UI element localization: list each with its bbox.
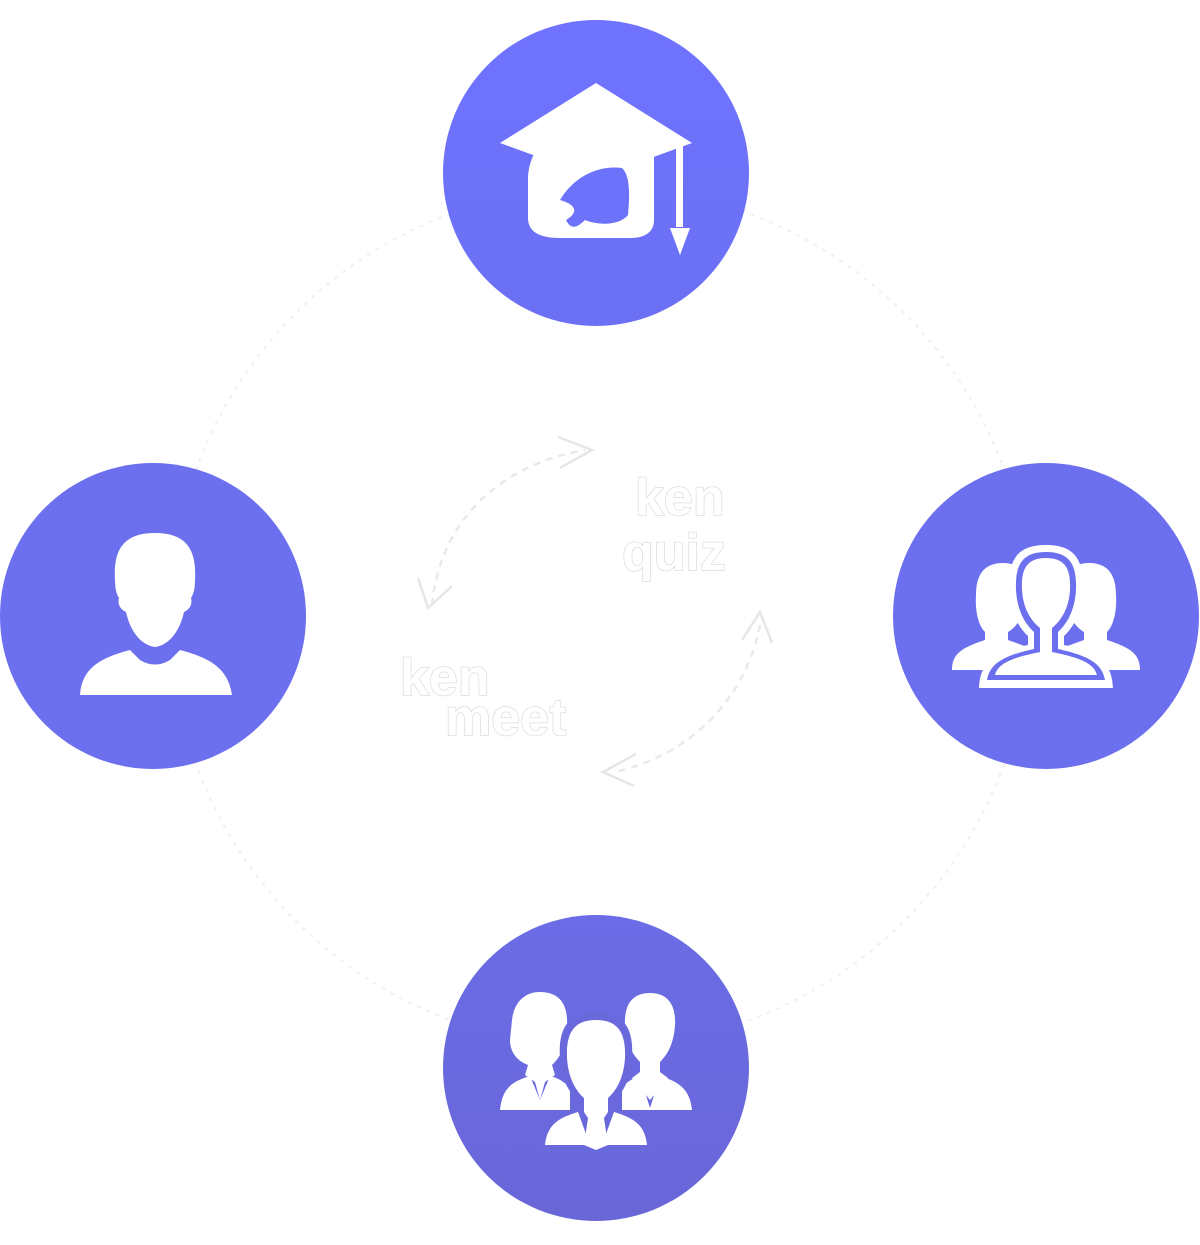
- node-bottom: [443, 915, 749, 1221]
- arrow-head-right: [740, 609, 774, 644]
- arrow-heads: [416, 435, 774, 788]
- cycle-arrows: [430, 448, 762, 774]
- node-right: [893, 463, 1199, 769]
- team-people-icon: [500, 992, 692, 1152]
- arrow-head-top: [557, 435, 595, 470]
- arrow-head-bottom: [600, 752, 637, 788]
- arrow-arc-top-left: [430, 448, 586, 606]
- user-group-icon: [952, 545, 1140, 688]
- logo-ken-quiz-line2: quiz: [622, 524, 726, 582]
- arrow-head-left: [416, 577, 453, 611]
- logo-ken-quiz-line1: ken: [635, 469, 725, 527]
- logo-ken-quiz: ken quiz: [621, 468, 726, 583]
- logo-ken-meet-line1: ken: [400, 649, 490, 707]
- logo-ken-meet: ken meet: [399, 648, 567, 748]
- single-user-icon: [80, 533, 232, 695]
- arrow-arc-bottom-right: [614, 624, 762, 774]
- node-top: [443, 20, 749, 326]
- node-left: [0, 463, 306, 769]
- graduation-cap-student-icon: [500, 83, 692, 255]
- logo-ken-meet-line2: meet: [445, 689, 566, 747]
